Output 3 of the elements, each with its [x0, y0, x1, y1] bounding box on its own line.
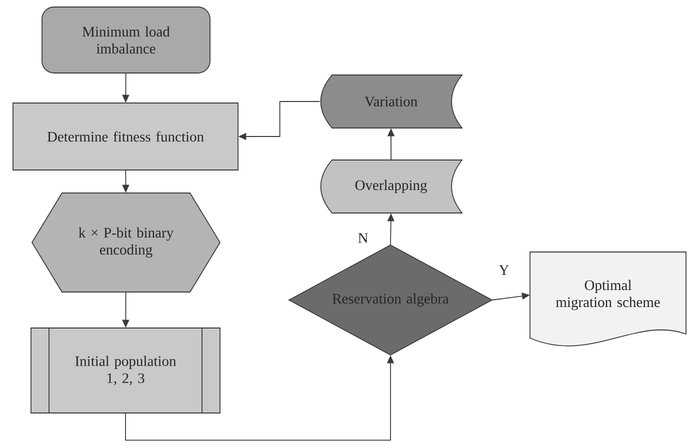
terminal-box: Minimum load imbalance — [42, 6, 210, 74]
process-box: Determine fitness function — [12, 102, 238, 170]
predefined-process-box: Initial population 1, 2, 3 — [30, 328, 220, 414]
